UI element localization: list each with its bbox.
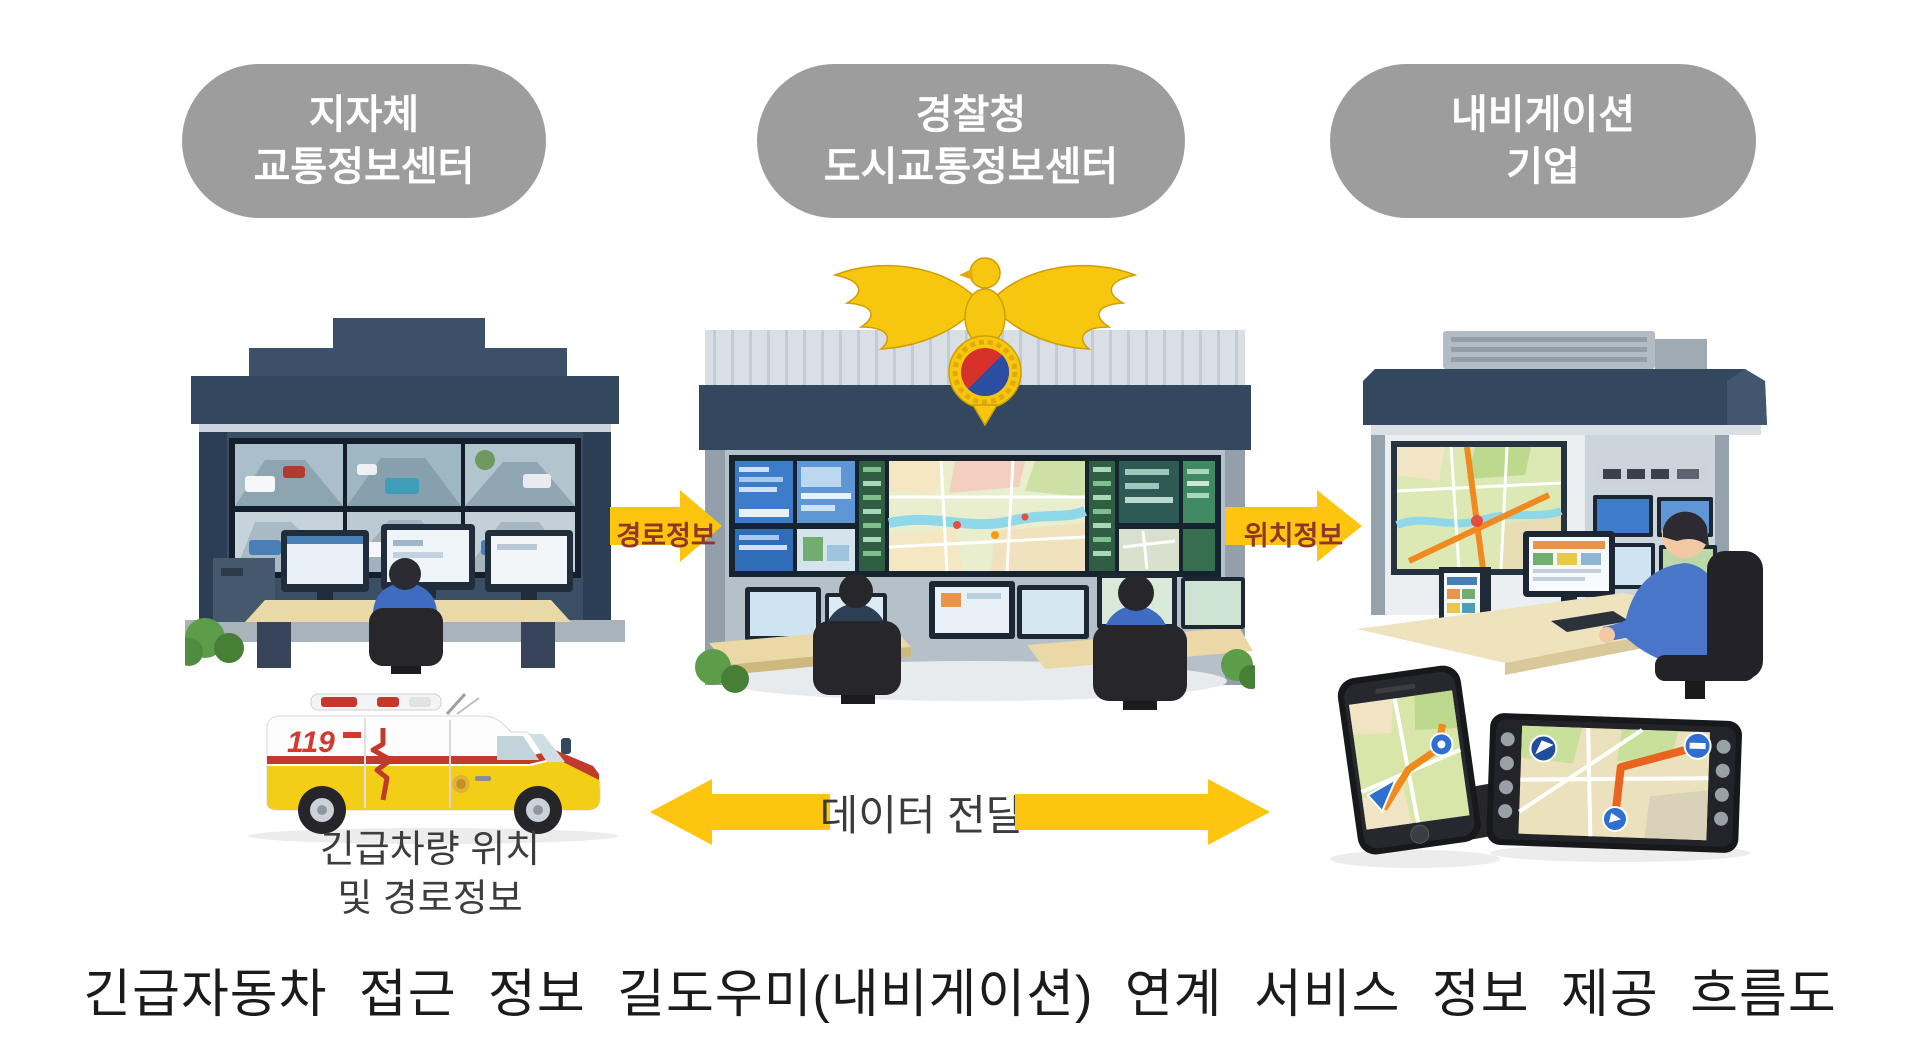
- node-police-traffic-center: 경찰청 도시교통정보센터: [757, 64, 1185, 218]
- nav-company-building-illustration: [1357, 331, 1767, 699]
- operator-monitors: [281, 524, 573, 600]
- operator-figure: [369, 558, 443, 674]
- route-info-label: 경로정보: [616, 520, 716, 551]
- local-center-building-illustration: [185, 318, 625, 674]
- rear-wheel: [298, 786, 346, 834]
- traffic-map-screen: [887, 460, 1088, 572]
- operator-figure: [1599, 511, 1727, 667]
- node-nav-line2: 기업: [1506, 145, 1580, 189]
- bush: [185, 618, 244, 666]
- front-wheel: [514, 786, 562, 834]
- data-transfer-label: 데이터 전달: [819, 791, 1025, 839]
- figure-caption: 긴급자동차 접근 정보 길도우미(내비게이션) 연계 서비스 정보 제공 흐름도: [83, 966, 1837, 1024]
- node-nav-line1: 내비게이션: [1451, 93, 1635, 137]
- ambulance-illustration: 119: [248, 692, 618, 844]
- route-info-arrow: 경로정보: [610, 490, 722, 562]
- node-navigation-company: 내비게이션 기업: [1330, 64, 1756, 218]
- control-video-wall: [729, 455, 1221, 577]
- data-transfer-left-arrow-icon: [650, 779, 830, 845]
- ambulance-119-text: 119: [287, 726, 335, 759]
- data-transfer-right-arrow-icon: [1015, 779, 1270, 845]
- right-arrow-icon: [610, 490, 722, 562]
- ambulance-callout-line1: 긴급차량 위치: [319, 829, 541, 871]
- node-local-line2: 교통정보센터: [253, 145, 475, 189]
- node-local-line1: 지자체: [308, 93, 420, 137]
- car-navigation-device: [1486, 713, 1742, 853]
- police-center-building-illustration: [695, 257, 1255, 710]
- location-info-arrow: 위치정보: [1225, 490, 1362, 562]
- location-info-label: 위치정보: [1243, 520, 1344, 551]
- operator-figure-right: [1093, 575, 1187, 710]
- node-local-traffic-center: 지자체 교통정보센터: [182, 64, 546, 218]
- ambulance-callout-line2: 및 경로정보: [337, 877, 523, 920]
- node-police-line2: 도시교통정보센터: [823, 145, 1119, 189]
- ekg-line-icon: [370, 728, 394, 801]
- ambulance-callout: 긴급차량 위치 및 경로정보: [240, 826, 620, 923]
- navigation-devices-illustration: [1330, 665, 1750, 868]
- police-emblem-icon: [832, 257, 1138, 427]
- node-police-line1: 경찰청: [915, 93, 1027, 137]
- operator-figure-left: [813, 574, 901, 704]
- right-arrow-icon: [1225, 490, 1362, 562]
- smartphone-device: [1337, 665, 1481, 855]
